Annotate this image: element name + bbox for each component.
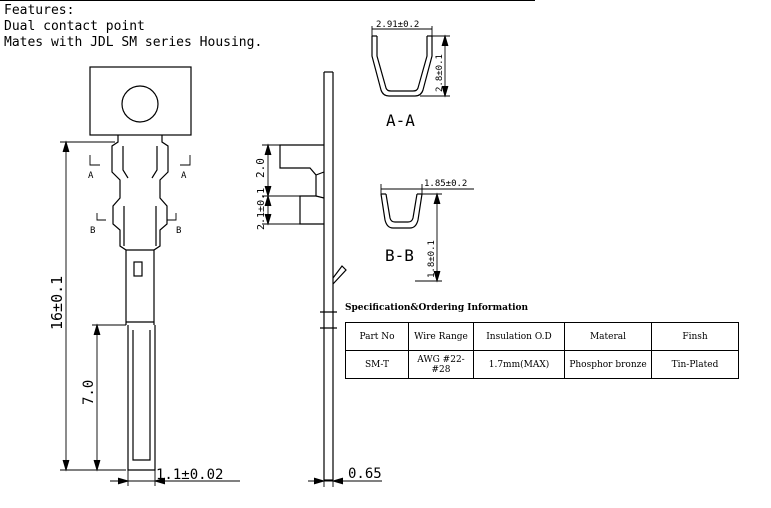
dimension-width <box>110 470 240 486</box>
terminal-right-outline <box>153 135 169 325</box>
section-bb-title: B-B <box>385 246 414 265</box>
section-bb-dims <box>380 184 474 283</box>
section-a-right-label: A <box>181 171 187 181</box>
lower-length-label: 7.0 <box>81 380 97 405</box>
section-b-left-label: B <box>90 226 95 236</box>
crimp-barrel-inner <box>132 330 151 461</box>
section-a-left-label: A <box>88 171 94 181</box>
terminal-left-outline <box>111 135 127 325</box>
section-bb-width-label: 1.85±0.2 <box>424 179 467 189</box>
spec-table: Part No Wire Range Insulation O.D Matera… <box>345 322 739 379</box>
carrier-tab <box>89 66 192 136</box>
spec-header-material: Materal <box>564 322 652 351</box>
spec-cell-wire: AWG #22-#28 <box>408 350 474 379</box>
dimension-total-length <box>60 140 126 472</box>
spec-cell-insulation: 1.7mm(MAX) <box>473 350 565 379</box>
spec-data-row: SM-T AWG #22-#28 1.7mm(MAX) Phosphor bro… <box>345 350 739 379</box>
side-thickness-dim <box>308 477 382 487</box>
section-aa-width-label: 2.91±0.2 <box>376 20 419 30</box>
section-bb-drawing <box>380 184 474 283</box>
spec-header-wire: Wire Range <box>408 322 474 351</box>
features-block: Features: Dual contact point Mates with … <box>4 3 262 51</box>
spec-cell-material: Phosphor bronze <box>564 350 652 379</box>
front-view-terminal <box>60 66 240 486</box>
side-lance <box>332 265 347 285</box>
section-aa-outer <box>371 36 433 97</box>
section-bb-outer <box>380 193 423 229</box>
spec-cell-part: SM-T <box>345 350 409 379</box>
lance-window <box>133 261 143 277</box>
spec-header-insulation: Insulation O.D <box>473 322 565 351</box>
section-aa-drawing <box>371 26 450 98</box>
feature-line-2: Mates with JDL SM series Housing. <box>4 35 263 50</box>
section-aa-title: A-A <box>386 111 415 130</box>
section-bb-height-label: 1.8±0.1 <box>427 240 437 278</box>
side-dimensions <box>262 143 300 226</box>
thickness-label: 0.65 <box>348 466 382 482</box>
side-dim-upper-label: 2.0 <box>254 158 267 178</box>
section-bb-inner <box>385 193 418 223</box>
feature-line-1: Dual contact point <box>4 19 145 34</box>
side-dim-lower-label: 2.1±0.1 <box>256 188 267 230</box>
section-aa-inner <box>376 36 428 92</box>
width-label: 1.1±0.02 <box>156 467 223 483</box>
section-b-markers <box>96 213 177 221</box>
dimension-lower-length <box>92 323 126 472</box>
contact-inner-lines <box>122 146 158 179</box>
side-contact-profile <box>279 144 324 225</box>
total-length-label: 16±0.1 <box>48 276 66 330</box>
side-contact-detail <box>315 171 325 199</box>
spec-cell-finish: Tin-Plated <box>651 350 739 379</box>
section-b-right-label: B <box>176 226 181 236</box>
side-view-terminal <box>262 71 382 487</box>
spec-title: Specification&Ordering Information <box>345 303 529 313</box>
features-heading: Features: <box>4 3 75 18</box>
pilot-hole <box>121 85 159 123</box>
spec-header-part: Part No <box>345 322 409 351</box>
section-a-markers <box>89 155 191 166</box>
crimp-barrel <box>127 325 156 471</box>
section-aa-height-label: 2.8±0.1 <box>435 54 445 92</box>
top-border-line <box>0 0 535 1</box>
body-inner-lines <box>123 206 157 246</box>
spec-header-row: Part No Wire Range Insulation O.D Matera… <box>345 322 739 351</box>
spec-header-finish: Finsh <box>651 322 739 351</box>
section-aa-dims <box>371 26 450 98</box>
